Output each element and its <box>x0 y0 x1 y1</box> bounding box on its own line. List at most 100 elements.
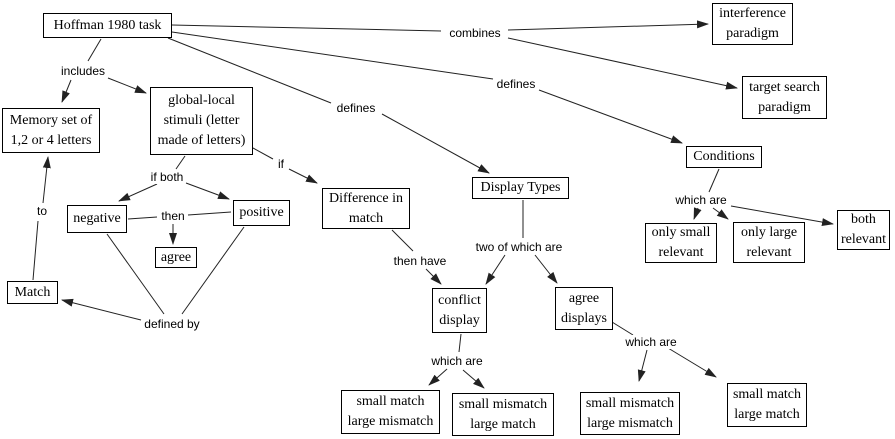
node-text-line: large mismatch <box>587 415 673 431</box>
edge-defines-to-display-types <box>381 113 490 174</box>
node-text-line: Hoffman 1980 task <box>53 17 162 33</box>
node-text-line: Display Types <box>480 180 561 195</box>
edge-label-then: then <box>159 209 187 223</box>
node-text-line: both <box>851 212 876 227</box>
node-text-line: only large <box>740 224 798 240</box>
edge-match-to-to <box>32 220 39 281</box>
node-text-line: Conditions <box>693 149 755 164</box>
edge-which-are-to-both-relevant <box>730 205 834 227</box>
node-text-line: target search <box>749 79 820 95</box>
edge-conflict-to-which-are <box>458 333 462 353</box>
edge-combines-to-interference <box>507 20 709 31</box>
edge-includes-to-memory-set <box>61 79 72 103</box>
edge-label-which-are-conflict: which are <box>429 354 485 368</box>
edge-two-of-which-are-to-agree-displays <box>534 254 558 284</box>
node-both-relevant[interactable]: both relevant <box>837 210 890 250</box>
node-text-line: Difference in <box>329 190 403 206</box>
node-text-line: paradigm <box>726 26 779 41</box>
node-agree[interactable]: agree <box>155 247 197 268</box>
node-conditions[interactable]: Conditions <box>686 146 762 168</box>
node-text-line: small mismatch <box>458 396 548 412</box>
edge-conditions-to-which-are <box>708 168 720 193</box>
node-text-line: negative <box>73 211 121 226</box>
edge-label-to: to <box>34 204 50 218</box>
edge-which-are-to-small-mismatch-large-match <box>462 369 485 389</box>
node-text-line: positive <box>239 205 284 220</box>
edge-two-of-which-are-to-conflict <box>485 254 506 285</box>
node-text-line: display <box>439 312 480 328</box>
node-interference-paradigm[interactable]: interference paradigm <box>712 3 793 45</box>
node-only-large-relevant[interactable]: only large relevant <box>733 222 805 263</box>
node-small-mismatch-large-match[interactable]: small mismatch large match <box>452 393 554 436</box>
node-text-line: displays <box>561 310 607 326</box>
node-text-line: agree <box>568 290 600 306</box>
node-text-line: relevant <box>746 244 792 260</box>
edge-defines-to-conditions <box>538 89 683 144</box>
edge-label-defined-by: defined by <box>142 317 202 331</box>
node-global-local-stimuli[interactable]: global-local stimuli (letter made of lette… <box>150 87 253 155</box>
edge-hoffman-to-includes <box>87 38 102 62</box>
edge-positive-to-defined-by <box>181 226 245 315</box>
edge-if-to-difference-in-match <box>288 168 318 184</box>
node-text-line: match <box>348 210 384 226</box>
edge-label-if-both: if both <box>148 170 186 184</box>
edge-negative-to-then <box>127 216 158 220</box>
edge-which-are-to-small-match-large-match <box>667 347 717 378</box>
node-positive[interactable]: positive <box>233 200 290 226</box>
edge-defined-by-to-match <box>61 298 142 321</box>
node-text-line: small match <box>356 394 425 409</box>
node-text-line: 1,2 or 4 letters <box>10 132 92 148</box>
edge-label-combines: combines <box>447 26 503 40</box>
edge-label-defines-right: defines <box>494 77 538 91</box>
node-small-match-large-mismatch[interactable]: small match large mismatch <box>341 390 440 434</box>
node-text-line: small match <box>732 387 802 402</box>
node-display-types[interactable]: Display Types <box>472 177 569 199</box>
edge-label-if: if <box>276 157 286 171</box>
node-text-line: relevant <box>658 245 704 260</box>
edge-negative-to-defined-by <box>106 233 165 315</box>
node-text-line: only small <box>651 225 711 240</box>
edge-if-both-to-positive <box>185 182 230 200</box>
edge-which-are-to-only-large-relevant <box>712 207 729 220</box>
edge-includes-to-global-local <box>107 77 147 94</box>
node-text-line: large match <box>470 416 536 432</box>
node-match[interactable]: Match <box>7 281 58 304</box>
edge-label-which-are-agree: which are <box>623 335 679 349</box>
node-only-small-relevant[interactable]: only small relevant <box>645 223 717 263</box>
edge-which-are-to-only-small-relevant <box>693 207 702 220</box>
node-hoffman-1980-task[interactable]: Hoffman 1980 task <box>43 13 172 38</box>
edge-which-are-to-small-mismatch-large-mismatch <box>637 349 648 382</box>
edge-label-two-of-which-are: two of which are <box>473 240 565 254</box>
node-text-line: small mismatch <box>585 395 675 411</box>
edge-label-which-are-conditions: which are <box>673 193 729 207</box>
node-small-mismatch-large-mismatch[interactable]: small mismatch large mismatch <box>580 392 680 435</box>
edge-global-local-to-if-both <box>175 155 186 170</box>
node-difference-in-match[interactable]: Difference in match <box>322 188 410 229</box>
node-text-line: agree <box>160 249 192 265</box>
node-conflict-display[interactable]: conflict display <box>432 288 487 333</box>
edge-to-to-memory-set <box>42 156 51 204</box>
node-negative[interactable]: negative <box>67 205 127 233</box>
node-text-line: conflict <box>438 292 481 308</box>
node-text-line: Match <box>14 284 51 300</box>
node-text-line: interference <box>719 6 786 21</box>
edge-label-then-have: then have <box>391 254 449 268</box>
edge-hoffman-to-combines <box>171 24 442 32</box>
edge-global-local-to-if <box>252 147 274 160</box>
node-text-line: relevant <box>840 232 887 247</box>
edge-which-are-to-small-match-large-mismatch <box>428 368 448 386</box>
edge-label-defines-left: defines <box>334 101 378 115</box>
node-text-line: large mismatch <box>347 414 434 429</box>
node-text-line: stimuli (letter <box>163 113 240 128</box>
edge-then-have-to-conflict-display <box>425 268 442 285</box>
edge-hoffman-to-defines-right <box>171 31 494 80</box>
node-text-line: global-local <box>168 93 235 108</box>
node-agree-displays[interactable]: agree displays <box>555 287 613 330</box>
node-text-line: made of letters) <box>157 133 246 148</box>
edge-label-includes: includes <box>58 64 108 78</box>
